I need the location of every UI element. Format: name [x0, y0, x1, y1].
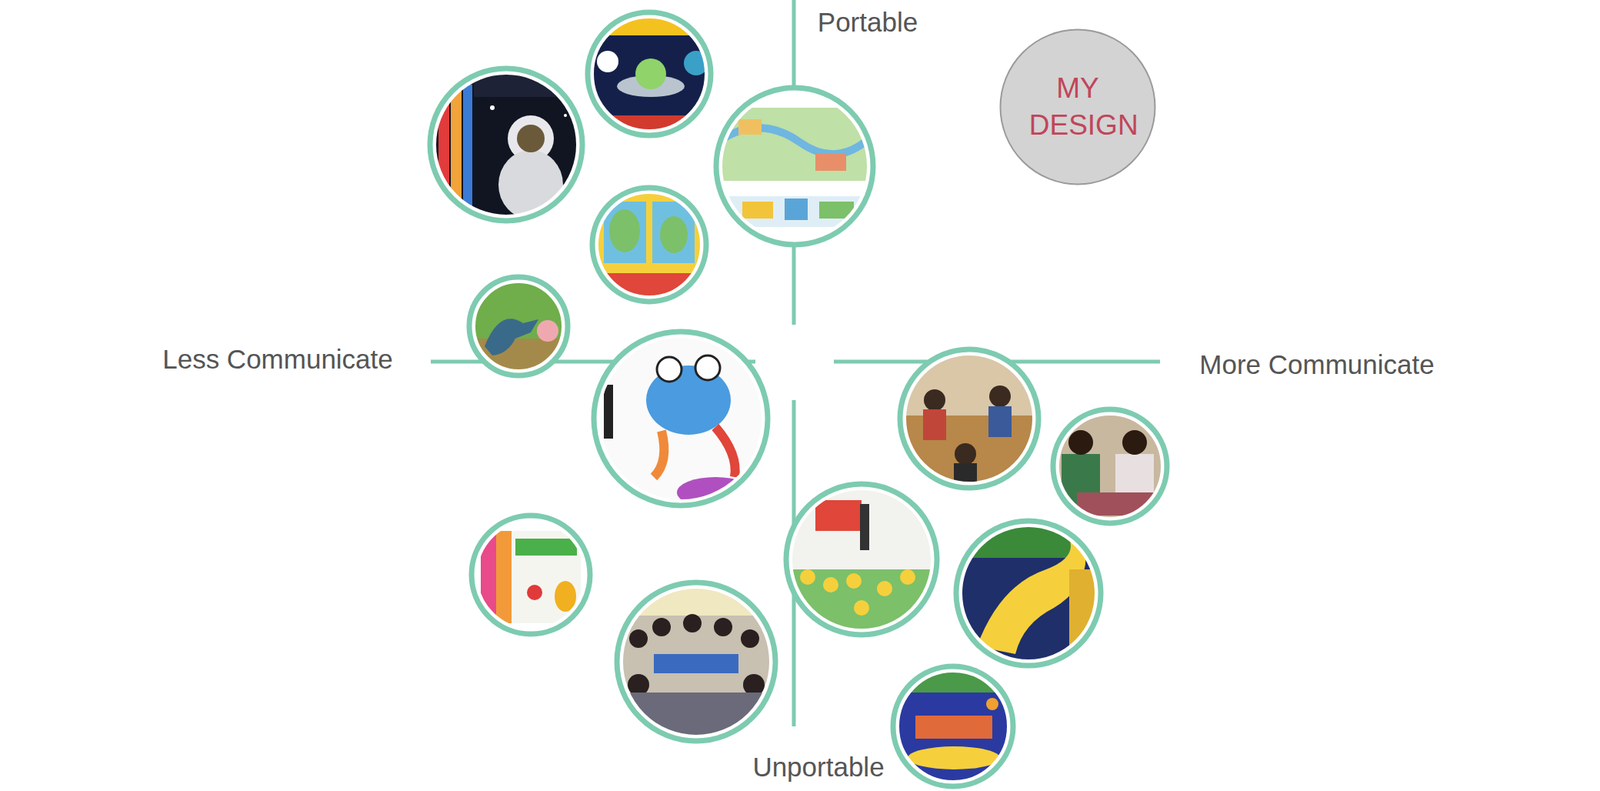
photo-space-puzzle [584, 7, 716, 139]
photo-frog-book [592, 330, 770, 508]
circle-outline [999, 28, 1157, 186]
photo-space-book [430, 69, 585, 224]
photo-kids-table [900, 350, 1039, 494]
photo-crowd [619, 584, 774, 739]
design-circle: MY DESIGN [999, 28, 1157, 186]
axis-label: Unportable [752, 751, 884, 783]
photo-dinosaur [469, 276, 570, 377]
axis-label: Portable [817, 6, 918, 38]
axis-label: More Communicate [1199, 349, 1434, 380]
axis-label: Less Communicate [162, 343, 394, 375]
photo-slide [953, 519, 1108, 674]
axis-lines [430, 0, 1160, 727]
photo-map-book [592, 188, 708, 304]
photo-rings [430, 12, 1167, 787]
node-label: MY DESIGN [1029, 70, 1127, 144]
photo-map-puzzle [715, 84, 877, 247]
photo-play-area [892, 665, 1016, 789]
photo-classroom [784, 484, 939, 639]
